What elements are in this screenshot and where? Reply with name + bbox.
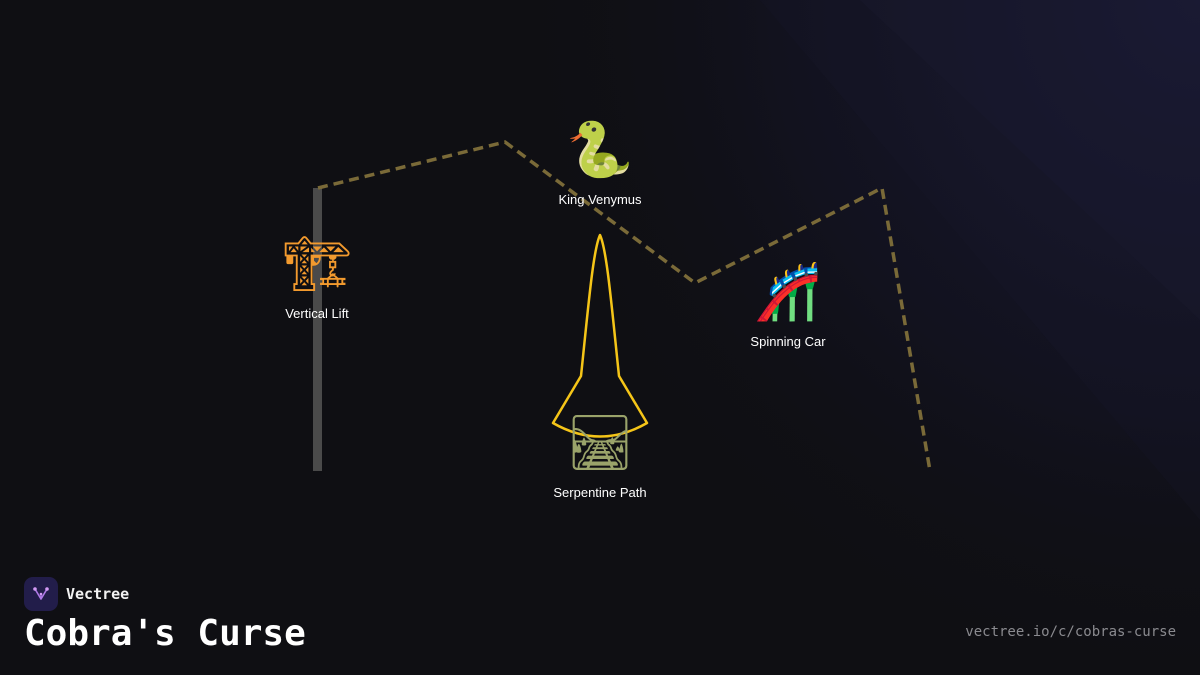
node-spinning-car[interactable]: 🎢 Spinning Car xyxy=(708,260,868,350)
roller-coaster-icon: 🎢 xyxy=(754,260,822,323)
highlight-outline xyxy=(551,233,649,438)
dashed-track xyxy=(317,140,932,472)
crane-icon: 🏗 xyxy=(282,232,352,295)
snake-icon: 🐍 xyxy=(566,118,634,181)
share-link[interactable]: vectree.io/c/cobras-curse xyxy=(965,624,1176,640)
node-serpentine-path[interactable]: 🛤 Serpentine Path xyxy=(520,411,680,501)
node-vertical-lift[interactable]: 🏗 Vertical Lift xyxy=(237,232,397,322)
node-label: Spinning Car xyxy=(750,334,826,349)
brand-name: Vectree xyxy=(66,585,130,603)
node-king-venymus[interactable]: 🐍 King Venymus xyxy=(520,118,680,208)
vectree-logo-icon xyxy=(24,577,58,611)
lift-bar xyxy=(313,188,322,471)
node-label: Vertical Lift xyxy=(285,306,349,321)
node-label: King Venymus xyxy=(558,192,642,207)
brand[interactable]: Vectree xyxy=(24,577,129,611)
node-label: Serpentine Path xyxy=(553,485,647,500)
railway-track-icon: 🛤 xyxy=(565,411,635,474)
page-title: Cobra's Curse xyxy=(24,613,306,654)
